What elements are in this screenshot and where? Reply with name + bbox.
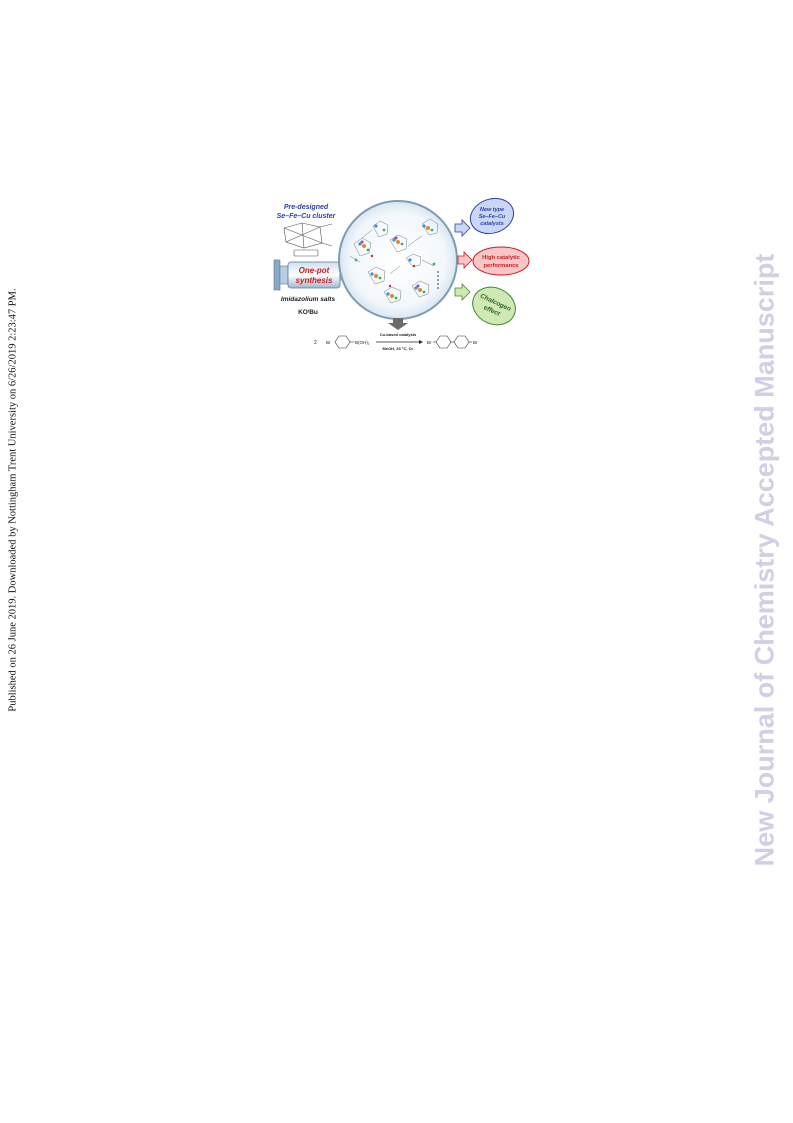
arrow-to-new-catalysts [454, 219, 471, 237]
arrow-to-chalcogen [454, 283, 471, 301]
product-halogen-right: Br [473, 340, 478, 345]
product-halogen-left: Br [427, 340, 432, 345]
graphical-abstract: Pre-designed Se–Fe–Cu cluster One-pot sy… [272, 196, 534, 356]
product-ring-right [453, 335, 470, 349]
arrow-conditions-top: Cu-based catalysts [380, 332, 417, 337]
cluster-heading-line2: Se–Fe–Cu cluster [277, 213, 337, 220]
bubble-top-line3: catalysts [480, 221, 504, 227]
product-ring-left [435, 335, 452, 349]
crystal-structures-drawing [349, 218, 439, 304]
reaction-arrow-head [419, 340, 423, 344]
cluster-structure-drawing [283, 222, 333, 257]
reaction-coefficient: 2 [314, 340, 317, 346]
reactant-ring [334, 335, 351, 349]
reactant-halogen: Br [326, 340, 331, 345]
reagent-imidazolium: Imidazolium salts [281, 296, 336, 303]
down-arrow [388, 318, 408, 330]
bubble-chalcogen [472, 286, 516, 326]
graphical-abstract-svg: Pre-designed Se–Fe–Cu cluster One-pot sy… [273, 197, 530, 351]
arrow-to-performance [457, 251, 473, 269]
journal-watermark: New Journal of Chemistry Accepted Manusc… [745, 0, 785, 1123]
publication-note-text: Published on 26 June 2019. Downloaded by… [7, 288, 19, 712]
bubble-middle-line2: performance [483, 263, 519, 269]
reactant-group: B(OH)₂ [355, 340, 370, 345]
bubble-performance [472, 246, 530, 276]
syringe-drawing [273, 259, 347, 291]
bubble-top-line2: Se–Fe–Cu [479, 214, 506, 220]
bubble-new-catalysts [469, 197, 515, 235]
bubble-middle-line1: High catalytic [482, 255, 520, 261]
bubble-top-line1: New type [480, 207, 504, 213]
syringe-label-line1: One-pot [299, 266, 330, 275]
cluster-heading-line1: Pre-designed [284, 204, 329, 211]
arrow-conditions-bottom: MeOH, 25 °C, O₂ [383, 346, 414, 351]
watermark-text: New Journal of Chemistry Accepted Manusc… [749, 253, 780, 867]
syringe-label-line2: synthesis [296, 276, 333, 285]
publication-margin-note: Published on 26 June 2019. Downloaded by… [3, 0, 23, 1123]
reagent-base: KOᵗBu [298, 309, 318, 316]
